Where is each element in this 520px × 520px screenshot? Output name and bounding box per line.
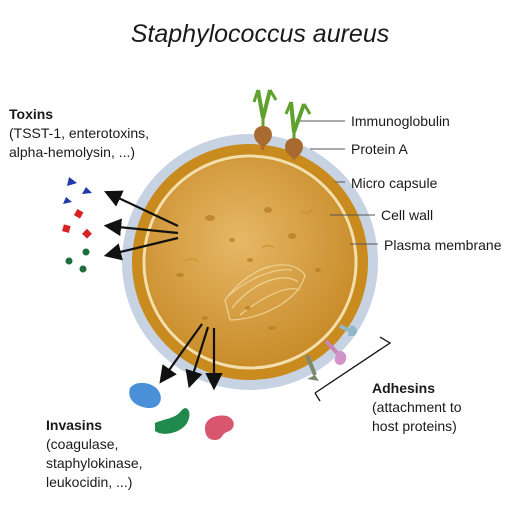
invasin-particles [129,382,234,440]
adhesin-receptors [305,324,357,381]
diagram-title: Staphylococcus aureus [130,20,390,48]
adhesins-line-2: host proteins) [372,418,457,434]
toxins-line-1: (TSST-1, enterotoxins, [9,125,150,141]
label-cell-wall: Cell wall [381,207,434,223]
toxin-arrows [103,190,179,261]
invasins-line-1: (coagulase, [46,436,119,452]
protein-a-2 [285,138,303,160]
nucleoid [224,264,306,321]
label-plasma-membrane: Plasma membrane [384,237,502,253]
leader-lines [300,120,378,245]
adhesins-bracket [314,336,392,394]
protein-a-1 [254,126,272,148]
adhesins-label: Adhesins (attachment to host proteins) [372,379,462,436]
invasin-arrows [159,323,223,391]
plasma-membrane-layer [142,154,358,370]
toxins-line-2: alpha-hemolysin, ...) [9,144,136,160]
immunoglobulin-2 [284,101,312,160]
invasins-line-3: leukocidin, ...) [46,474,133,490]
immunoglobulin-1 [252,89,278,151]
adhesins-heading: Adhesins [372,380,436,396]
label-immunoglobulin: Immunoglobulin [351,113,450,129]
invasins-label: Invasins (coagulase, staphylokinase, leu… [46,416,143,492]
label-micro-capsule: Micro capsule [351,175,438,191]
label-protein-a: Protein A [351,141,408,157]
toxin-particles [62,177,92,273]
toxins-label: Toxins (TSST-1, enterotoxins, alpha-hemo… [9,105,149,162]
bacterium-cell [122,134,378,390]
adhesins-line-1: (attachment to [372,399,462,415]
toxins-heading: Toxins [9,106,54,122]
invasins-heading: Invasins [46,417,103,433]
invasins-line-2: staphylokinase, [46,455,143,471]
